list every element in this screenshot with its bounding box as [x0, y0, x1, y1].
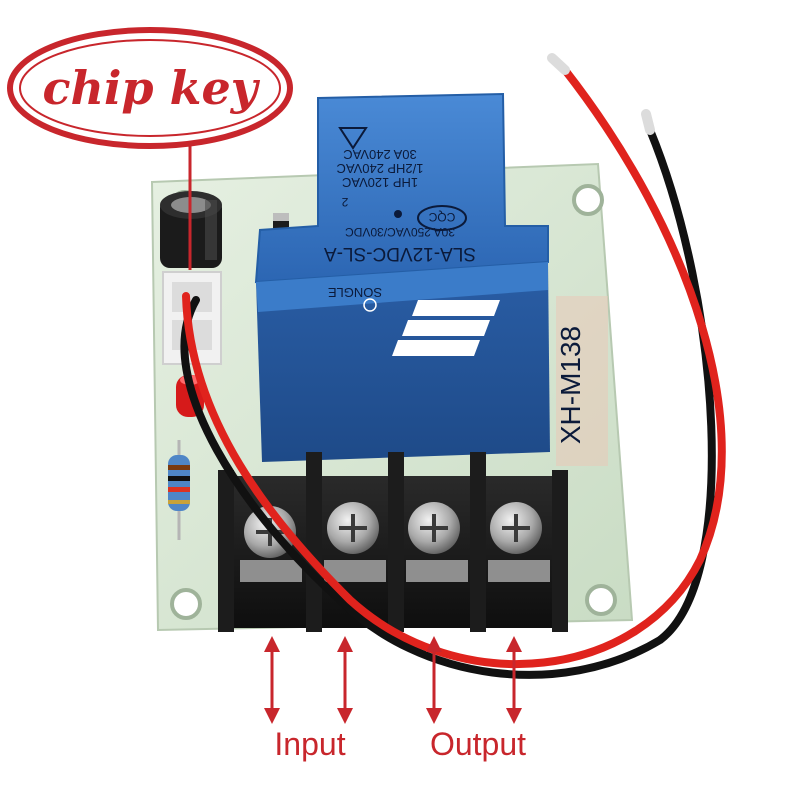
input-arrow-2	[337, 636, 353, 724]
board-label: XH-M138	[555, 326, 586, 444]
relay-number: 2	[341, 195, 348, 209]
mounting-hole	[585, 584, 617, 616]
songle-logo-icon	[363, 298, 500, 356]
mounting-hole	[170, 588, 202, 620]
output-label: Output	[430, 726, 526, 762]
relay-rating-3: 1HP 120VAC	[342, 175, 418, 190]
logo-text: chip key	[43, 61, 261, 115]
black-wire	[180, 126, 716, 679]
svg-text:CQC: CQC	[428, 210, 455, 224]
wires	[180, 53, 726, 679]
annotation-arrows	[264, 636, 522, 724]
input-label: Input	[274, 726, 345, 762]
output-arrow-1	[426, 636, 442, 724]
relay-rating-2: 1/2HP 240VAC	[337, 161, 424, 176]
relay-dot	[394, 210, 402, 218]
screw-3	[408, 502, 460, 554]
relay-contact-rating: 30A 250VAC/30VDC	[345, 225, 455, 239]
cqc-mark: CQC	[417, 205, 467, 231]
mounting-hole	[572, 184, 604, 216]
red-wire	[182, 66, 726, 668]
screw-2	[327, 502, 379, 554]
screw-4	[490, 502, 542, 554]
resistor	[168, 440, 190, 540]
relay-brand: SONGLE	[328, 285, 383, 300]
input-arrow-1	[264, 636, 280, 724]
brand-logo: chip key	[7, 27, 293, 270]
relay: 30A 240VAC 1/2HP 240VAC 1HP 120VAC 2 30A…	[254, 92, 550, 462]
warning-triangle-icon	[338, 127, 368, 150]
relay-rating-1: 30A 240VAC	[343, 147, 416, 162]
output-arrow-2	[506, 636, 522, 724]
relay-model: SLA-12VDC-SL-A	[324, 243, 476, 264]
